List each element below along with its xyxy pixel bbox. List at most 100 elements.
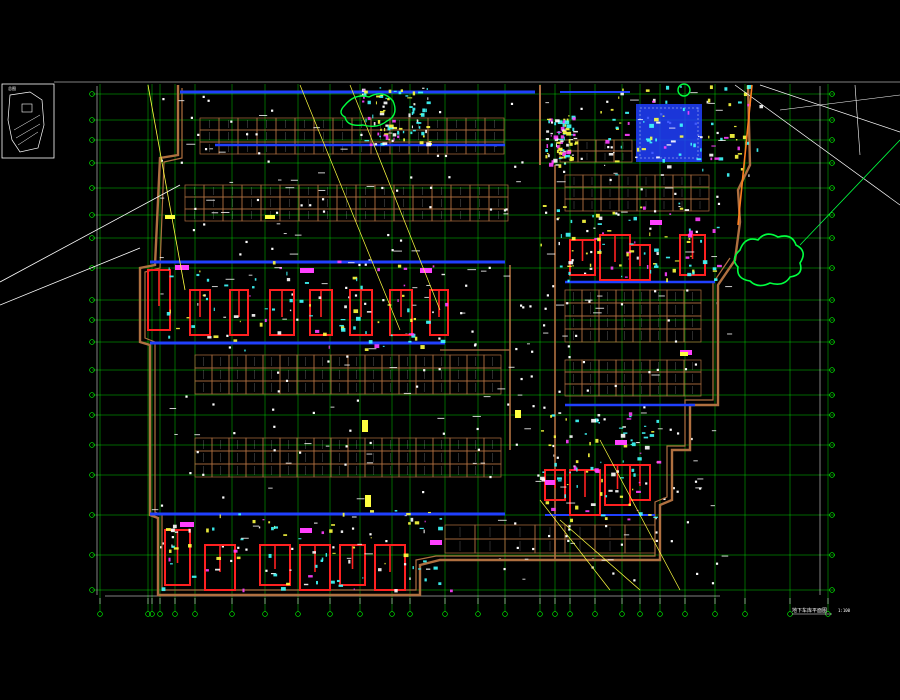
annotation-mark — [710, 157, 713, 161]
text-label-mark — [595, 307, 605, 309]
annotation-mark — [714, 278, 718, 282]
text-label-mark — [497, 519, 507, 521]
column — [537, 474, 540, 477]
text-label-mark — [727, 333, 733, 335]
annotation-mark — [564, 124, 567, 127]
text-label-mark — [503, 275, 511, 277]
annotation-mark — [665, 256, 671, 259]
axis-bubble — [327, 611, 333, 617]
annotation-mark — [337, 260, 342, 264]
annotation-mark — [619, 122, 622, 124]
axis-bubble — [829, 117, 835, 123]
annotation-mark — [690, 142, 692, 146]
column — [676, 490, 679, 493]
annotation-mark — [240, 538, 244, 541]
annotation-mark — [600, 461, 602, 464]
annotation-mark — [421, 131, 425, 136]
annotation-mark — [664, 272, 668, 277]
annotation-mark — [420, 345, 425, 350]
axis-bubble — [89, 442, 95, 448]
annotation-mark — [600, 492, 603, 496]
column — [698, 487, 702, 490]
column — [161, 542, 164, 545]
text-label-mark — [524, 558, 529, 560]
column — [346, 355, 349, 358]
column — [640, 188, 643, 191]
column — [204, 148, 208, 151]
annotation-mark — [403, 284, 406, 287]
annotation-mark — [627, 122, 630, 125]
text-label-mark — [411, 250, 421, 252]
annotation-mark — [612, 211, 616, 215]
annotation-mark — [233, 549, 238, 553]
annotation-mark — [589, 441, 591, 446]
text-label-mark — [160, 293, 164, 295]
annotation-mark — [562, 123, 565, 127]
annotation-mark — [427, 97, 429, 100]
annotation-mark — [629, 250, 635, 253]
annotation-mark — [169, 275, 174, 278]
axis-bubble — [829, 339, 835, 345]
column — [565, 535, 568, 538]
annotation-mark — [271, 526, 274, 531]
annotation-mark — [709, 153, 714, 157]
annotation-mark — [548, 162, 554, 167]
annotation-mark — [645, 89, 650, 92]
annotation-mark — [379, 110, 385, 113]
annotation-mark — [299, 299, 304, 303]
axis-bubble — [829, 137, 835, 143]
equipment-mark — [300, 528, 312, 533]
annotation-mark — [389, 127, 394, 130]
annotation-mark — [585, 252, 588, 255]
annotation-mark — [605, 140, 610, 144]
annotation-mark — [233, 339, 238, 342]
text-label-mark — [710, 505, 715, 507]
annotation-mark — [364, 348, 369, 351]
column — [436, 154, 440, 157]
annotation-mark — [558, 157, 562, 160]
annotation-mark — [638, 512, 643, 516]
annotation-mark — [325, 553, 328, 557]
column — [245, 548, 248, 551]
text-label-mark — [330, 406, 335, 408]
axis-bubble — [262, 611, 268, 617]
column — [228, 346, 231, 349]
annotation-mark — [570, 139, 574, 141]
annotation-mark — [756, 148, 759, 152]
column — [711, 582, 715, 585]
annotation-mark — [323, 332, 327, 336]
column — [575, 334, 578, 337]
annotation-mark — [664, 236, 668, 238]
annotation-mark — [615, 490, 619, 493]
annotation-mark — [546, 130, 550, 133]
axis-bubble — [89, 367, 95, 373]
column — [488, 266, 491, 269]
annotation-mark — [628, 412, 633, 416]
text-label-mark — [517, 394, 523, 396]
annotation-mark — [619, 264, 622, 267]
annotation-mark — [207, 336, 212, 339]
annotation-mark — [312, 551, 316, 554]
annotation-mark — [547, 154, 550, 158]
column — [548, 534, 551, 538]
column — [653, 210, 657, 213]
text-label-mark — [725, 286, 733, 288]
column — [185, 395, 188, 398]
annotation-mark — [433, 566, 438, 570]
annotation-mark — [553, 435, 556, 439]
annotation-mark — [414, 336, 418, 341]
annotation-mark — [298, 538, 302, 540]
annotation-mark — [631, 442, 636, 447]
text-label-mark — [366, 462, 374, 464]
annotation-mark — [623, 432, 628, 434]
annotation-mark — [188, 528, 191, 533]
annotation-mark — [252, 286, 255, 289]
column — [514, 522, 517, 525]
annotation-mark — [551, 507, 556, 512]
annotation-mark — [618, 96, 620, 99]
axis-bubble — [829, 297, 835, 303]
annotation-mark — [258, 526, 261, 529]
annotation-mark — [575, 505, 579, 510]
